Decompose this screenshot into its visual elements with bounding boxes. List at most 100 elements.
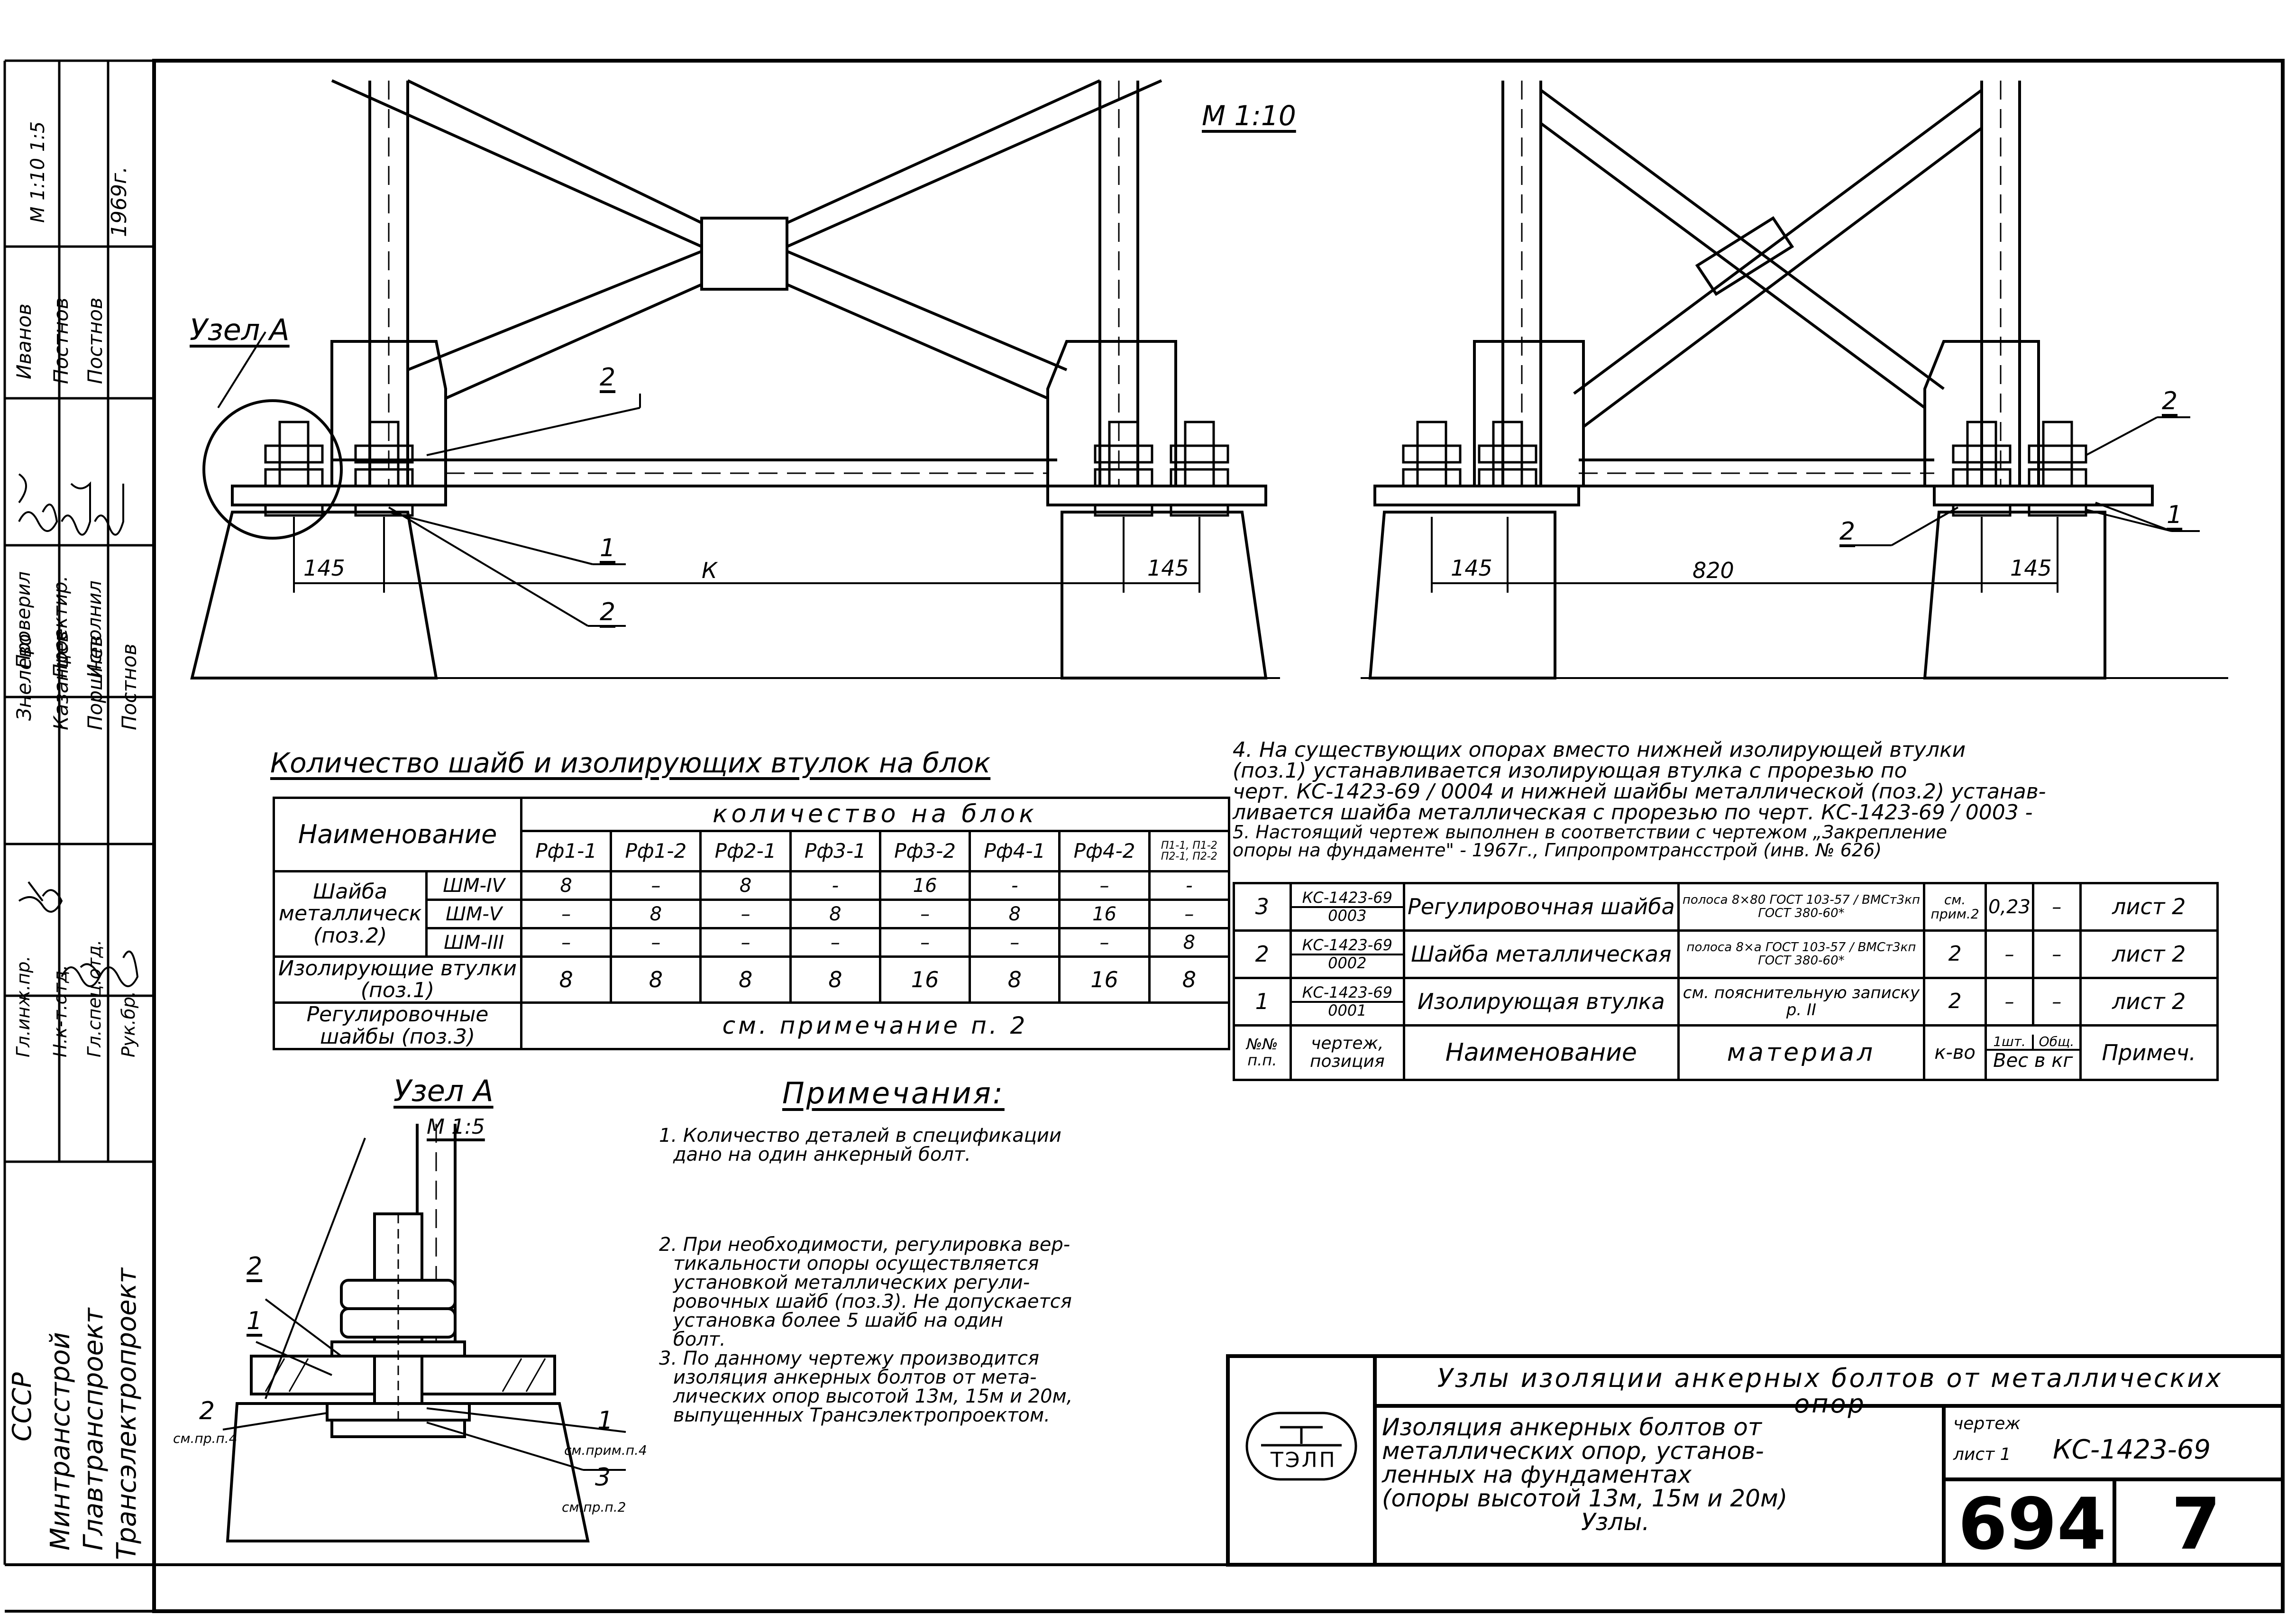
note-line: 1. Количество деталей в спецификации bbox=[659, 1125, 1061, 1147]
spec-weight1: 0,23 bbox=[1984, 882, 2034, 932]
right-elevation bbox=[1361, 81, 2228, 679]
drawing-number: КС-1423-69 bbox=[2053, 1434, 2211, 1465]
note-line: установка более 5 шайб на один bbox=[673, 1310, 1004, 1331]
qty-table-title: Количество шайб и изолирующих втулок на … bbox=[270, 747, 991, 779]
detail-pos-1b: 1 bbox=[597, 1406, 613, 1435]
detail-pos-2b: 2 bbox=[199, 1397, 215, 1425]
note-line: выпущенных Трансэлектропроектом. bbox=[673, 1404, 1050, 1426]
note-line: ровочных шайб (поз.3). Не допускается bbox=[673, 1291, 1072, 1312]
note-line: болт. bbox=[673, 1329, 726, 1350]
title-desc-line: металлических опор, установ- bbox=[1382, 1437, 1764, 1465]
note-line: изоляция анкерных болтов от мета- bbox=[673, 1367, 1037, 1388]
node-a-detail bbox=[222, 1124, 626, 1542]
spec-weight1: – bbox=[1984, 977, 2034, 1027]
note-top-line: 5. Настоящий чертеж выполнен в соответст… bbox=[1233, 822, 1947, 843]
qty-col-3: Рф2-1 bbox=[699, 830, 792, 872]
stamp-role-b: Проверил bbox=[13, 571, 35, 669]
stamp-name-a: Постнов bbox=[118, 643, 141, 730]
qty-col-group: количество на блок bbox=[520, 797, 1230, 832]
spec-weight-total: – bbox=[2031, 977, 2082, 1027]
drawing-label: чертеж bbox=[1953, 1414, 2021, 1433]
stamp-role: Рук.бр. bbox=[118, 991, 139, 1057]
qty-bushing-cell: 8 bbox=[520, 955, 613, 1004]
stamp-role: Гл.инж.пр. bbox=[13, 955, 34, 1057]
detail-pos-3-ref: см.пр.п.2 bbox=[562, 1499, 626, 1515]
qty-bushing-cell: 8 bbox=[610, 955, 702, 1004]
spec-h-wt: Общ. bbox=[2039, 1034, 2075, 1050]
spec-h-material: материал bbox=[1677, 1024, 1926, 1081]
left-pos-1: 1 bbox=[600, 534, 616, 562]
telp-logo-text: ТЭЛП bbox=[1271, 1448, 1337, 1472]
node-a-detail-title: Узел А bbox=[393, 1073, 494, 1108]
detail-pos-2b-ref: см.пр.п.4 bbox=[173, 1431, 238, 1446]
qty-col-5: Рф3-2 bbox=[878, 830, 971, 872]
stamp-org-1: СССР bbox=[7, 1372, 37, 1441]
spec-no: 3 bbox=[1233, 882, 1292, 932]
qty-cell: - bbox=[969, 870, 1061, 901]
spec-note: лист 2 bbox=[2079, 882, 2219, 932]
right-dim-820: 820 bbox=[1692, 558, 1734, 583]
qty-cell: – bbox=[878, 899, 971, 929]
note-line: 3. По данному чертежу производится bbox=[659, 1348, 1039, 1369]
qty-row1-mark: ШМ-IV bbox=[425, 870, 523, 901]
sheet-number: 7 bbox=[2171, 1483, 2221, 1566]
qty-col-name: Наименование bbox=[272, 797, 523, 872]
right-pos-1: 1 bbox=[2167, 501, 2183, 529]
title-desc: Изоляция анкерных болтов от металлически… bbox=[1382, 1415, 1941, 1534]
right-pos-2-top: 2 bbox=[2162, 387, 2178, 415]
spec-h-w1: 1шт. bbox=[1987, 1035, 2034, 1049]
qty-cell: – bbox=[610, 927, 702, 958]
qty-bushing-cell: 8 bbox=[969, 955, 1061, 1004]
qty-cell: - bbox=[1148, 870, 1231, 901]
qty-adjust-label: Регулировочные шайбы (поз.3) bbox=[272, 1001, 523, 1050]
stamp-org-4: Трансэлектропроект bbox=[111, 1267, 142, 1560]
spec-pos: 0001 bbox=[1328, 1001, 1367, 1019]
qty-cell: – bbox=[610, 870, 702, 901]
node-a-label: Узел А bbox=[190, 312, 290, 347]
spec-weight1: – bbox=[1984, 929, 2034, 979]
left-pos-2-top: 2 bbox=[600, 363, 616, 392]
detail-pos-3: 3 bbox=[595, 1463, 611, 1492]
stamp-org-3: Главтранспроект bbox=[78, 1308, 109, 1551]
notes-title: Примечания: bbox=[782, 1076, 1005, 1110]
stamp-year: 1969г. bbox=[107, 166, 131, 237]
spec-drawing-no: КС-1423-69 bbox=[1291, 937, 1403, 955]
note-line: установкой металлических регули- bbox=[673, 1272, 1030, 1294]
left-pos-2-bottom: 2 bbox=[600, 598, 616, 626]
stamp-org-2: Минтрансстрой bbox=[45, 1332, 76, 1551]
title-desc-line: (опоры высотой 13м, 15м и 20м) bbox=[1382, 1485, 1788, 1512]
detail-pos-1b-ref: см.прим.п.4 bbox=[564, 1442, 647, 1458]
note-top-line: ливается шайба металлическая с прорезью … bbox=[1233, 800, 2033, 825]
qty-cell: 16 bbox=[878, 870, 971, 901]
qty-cell: 8 bbox=[789, 899, 881, 929]
notes-list: 1. Количество деталей в спецификации дан… bbox=[659, 1126, 1218, 1425]
spec-qty: см. прим.2 bbox=[1923, 882, 1987, 932]
qty-cell: 8 bbox=[520, 870, 613, 901]
note-top-line: черт. КС-1423-69 / 0004 и нижней шайбы м… bbox=[1233, 780, 2046, 804]
scale-main: М 1:10 bbox=[1202, 100, 1296, 132]
spec-no: 2 bbox=[1233, 929, 1292, 979]
stamp-name-b: Постнов bbox=[83, 297, 107, 384]
qty-bushing-cell: 8 bbox=[699, 955, 792, 1004]
left-dim-k: К bbox=[702, 558, 717, 583]
spec-note: лист 2 bbox=[2079, 929, 2219, 979]
qty-cell: – bbox=[699, 899, 792, 929]
qty-row3-mark: ШМ-III bbox=[425, 927, 523, 958]
spec-h-weight-label: Вес в кг bbox=[1993, 1049, 2073, 1072]
stamp-role: Гл.спец.отд. bbox=[84, 939, 105, 1057]
qty-cell: 8 bbox=[969, 899, 1061, 929]
spec-qty: 2 bbox=[1923, 929, 1987, 979]
qty-bushing-cell: 8 bbox=[1148, 955, 1231, 1004]
stamp-role: Н.к-т.отд. bbox=[50, 964, 71, 1057]
qty-cell: – bbox=[878, 927, 971, 958]
note-top-line: 4. На существующих опорах вместо нижней … bbox=[1233, 738, 1966, 762]
qty-cell: 8 bbox=[699, 870, 792, 901]
qty-col-2: Рф1-2 bbox=[610, 830, 702, 872]
notes-top: 4. На существующих опорах вместо нижней … bbox=[1233, 738, 2276, 860]
qty-bushing-cell: 16 bbox=[878, 955, 971, 1004]
stamp-role-b: Проектир. bbox=[50, 575, 72, 678]
qty-bushing-cell: 8 bbox=[789, 955, 881, 1004]
note-line: 2. При необходимости, регулировка вер- bbox=[659, 1234, 1070, 1256]
